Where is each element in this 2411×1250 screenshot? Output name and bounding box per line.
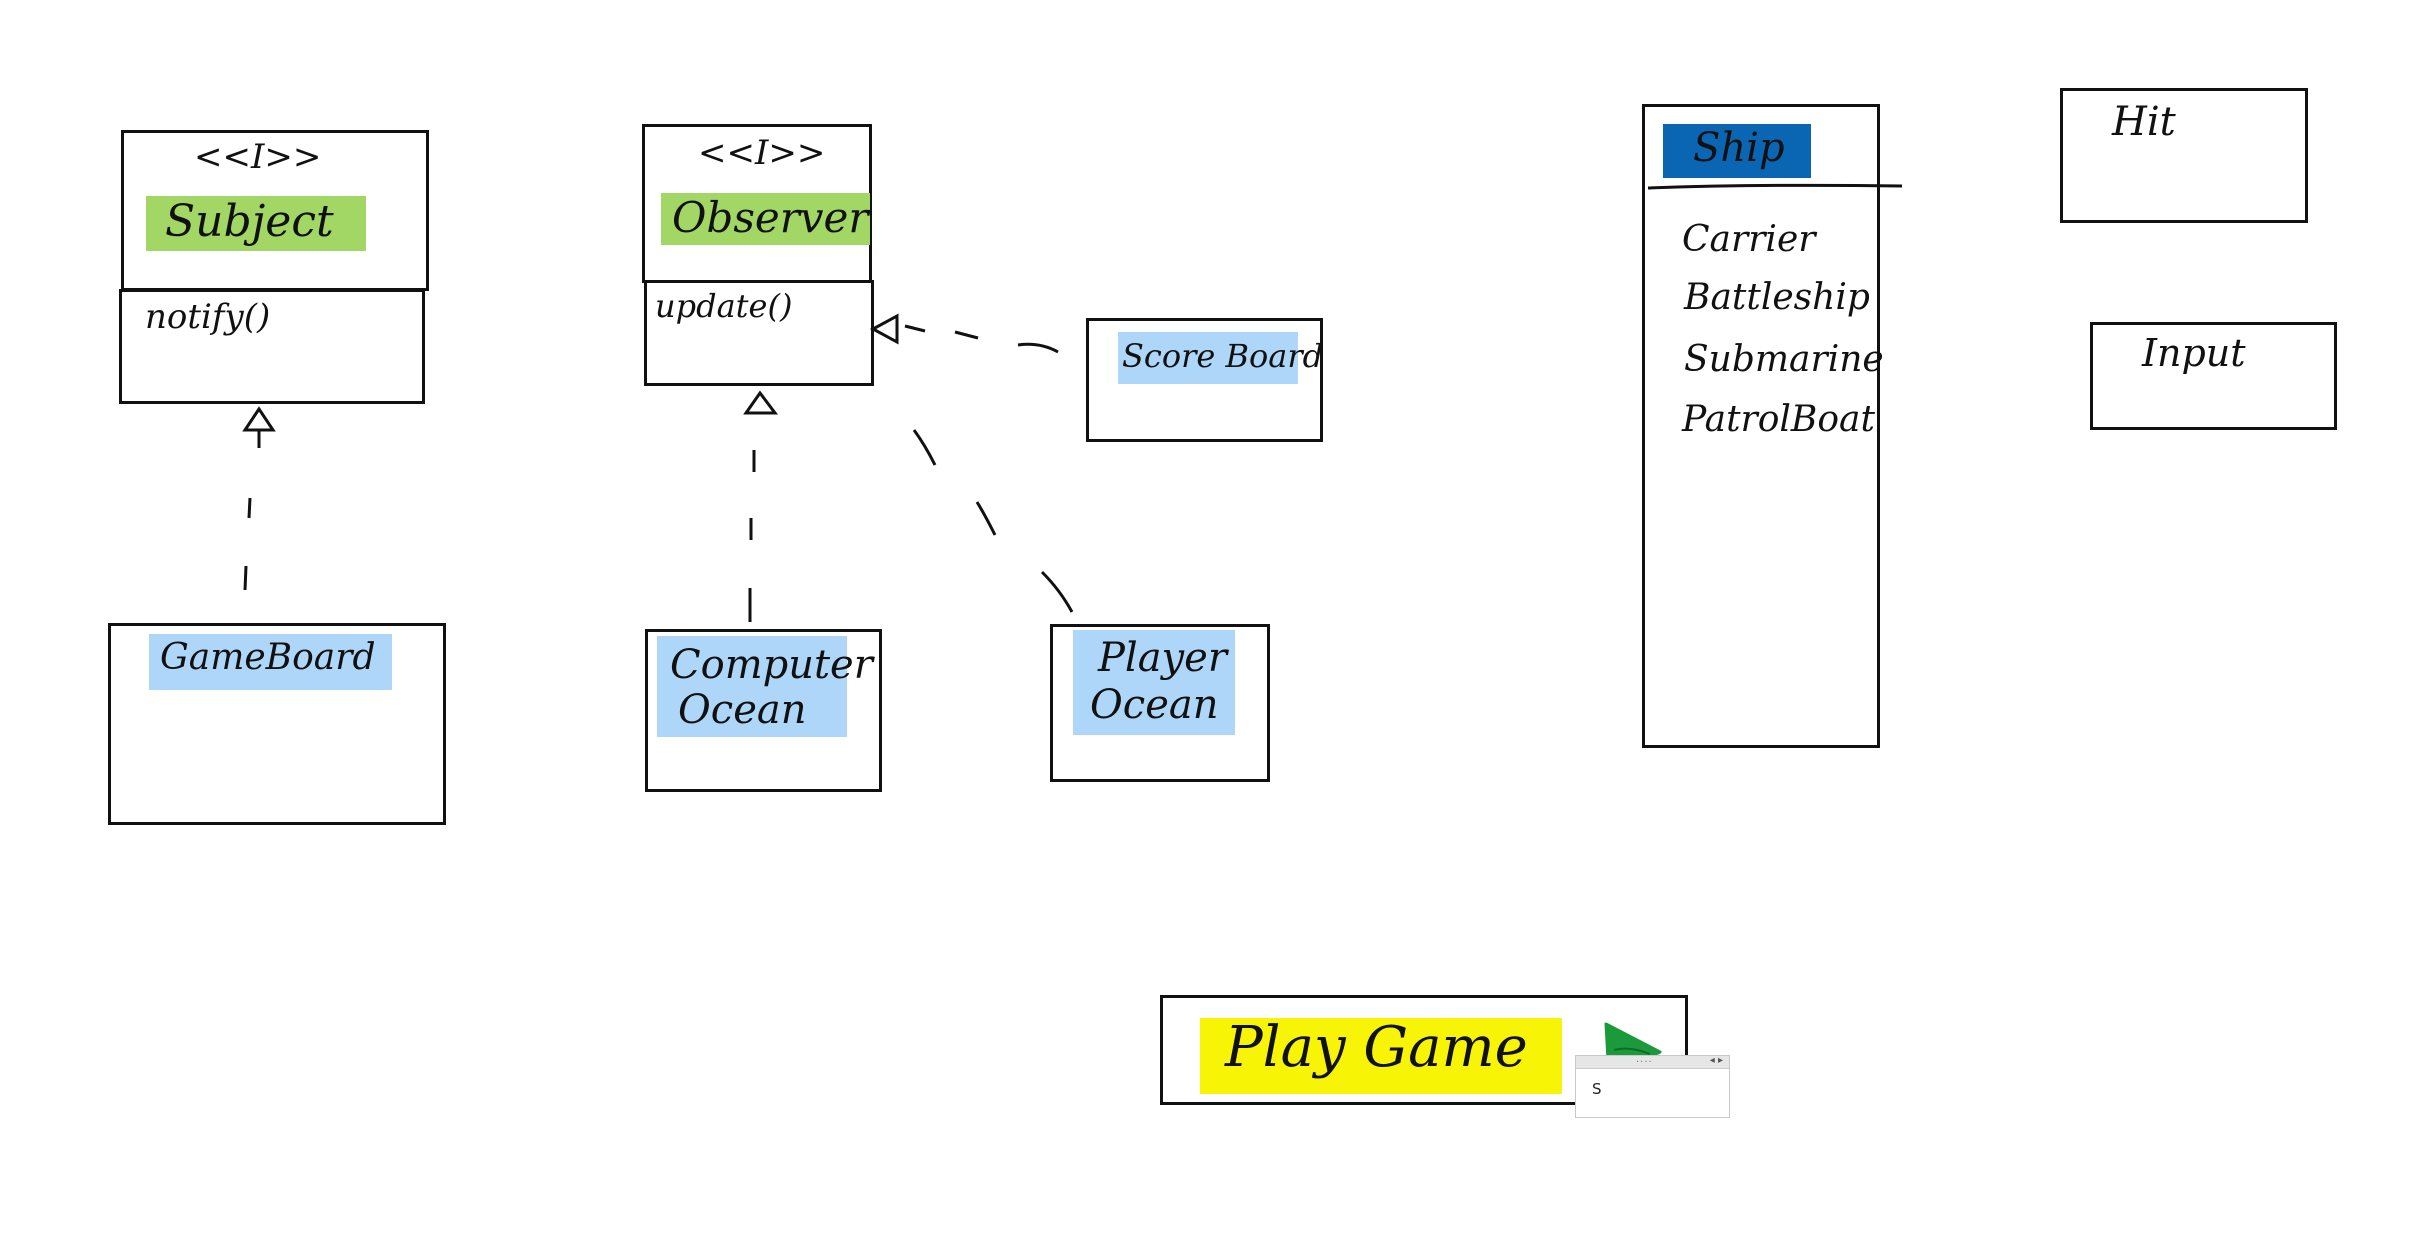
computerocean-class-box[interactable]	[645, 629, 882, 792]
play-game-button[interactable]	[1160, 995, 1688, 1105]
ship-item-submarine: Submarine	[1684, 339, 1884, 380]
scoreboard-observer-realization	[869, 313, 1059, 354]
observer-method-update: update()	[655, 287, 793, 325]
playerocean-highlight	[1073, 630, 1235, 735]
hit-class-box[interactable]	[2060, 88, 2308, 223]
observer-highlight	[661, 193, 870, 245]
subject-stereotype: <<I>>	[194, 137, 322, 177]
scoreboard-highlight	[1118, 332, 1298, 384]
playerocean-name-line1: Player	[1098, 635, 1227, 681]
input-class-box[interactable]	[2090, 322, 2337, 430]
observer-stereotype: <<I>>	[698, 133, 826, 173]
subject-method-notify: notify()	[145, 297, 271, 337]
scoreboard-class-box[interactable]	[1086, 318, 1323, 442]
playerocean-observer-realization	[912, 429, 1074, 613]
subject-name: Subject	[165, 196, 334, 247]
mini-text-panel[interactable]: .... ◂ ▸ S	[1575, 1054, 1730, 1118]
computerocean-highlight	[657, 636, 847, 737]
gameboard-class-box[interactable]	[108, 623, 446, 825]
mini-panel-titlebar[interactable]: .... ◂ ▸	[1576, 1054, 1729, 1069]
subject-methods-box[interactable]	[119, 289, 425, 404]
play-game-label: Play Game	[1225, 1015, 1528, 1080]
ship-item-battleship: Battleship	[1684, 277, 1870, 318]
input-name: Input	[2142, 331, 2246, 375]
ship-item-carrier: Carrier	[1682, 219, 1816, 260]
computerocean-observer-realization	[743, 390, 778, 622]
ship-name: Ship	[1693, 125, 1785, 171]
gameboard-highlight	[149, 634, 392, 690]
gameboard-name: GameBoard	[160, 637, 376, 678]
ship-item-patrolboat: PatrolBoat	[1682, 399, 1875, 440]
playerocean-class-box[interactable]	[1050, 624, 1270, 782]
subject-highlight	[146, 196, 366, 251]
playerocean-name-line2: Ocean	[1090, 682, 1219, 728]
hit-name: Hit	[2112, 99, 2176, 145]
mini-panel-text: S	[1592, 1080, 1602, 1098]
ship-class-box[interactable]	[1642, 104, 1880, 748]
gameboard-subject-realization	[242, 406, 276, 591]
mini-panel-nav-arrows[interactable]: ◂ ▸	[1709, 1055, 1723, 1066]
observer-name: Observer	[672, 193, 869, 242]
mini-panel-drag-handle[interactable]: ....	[1636, 1054, 1653, 1065]
observer-methods-box[interactable]	[644, 280, 874, 386]
ship-highlight	[1663, 124, 1811, 178]
computerocean-name-line2: Ocean	[678, 687, 807, 733]
scoreboard-name: Score Board	[1122, 337, 1324, 375]
computerocean-name-line1: Computer	[670, 642, 873, 688]
play-game-highlight	[1200, 1018, 1562, 1094]
